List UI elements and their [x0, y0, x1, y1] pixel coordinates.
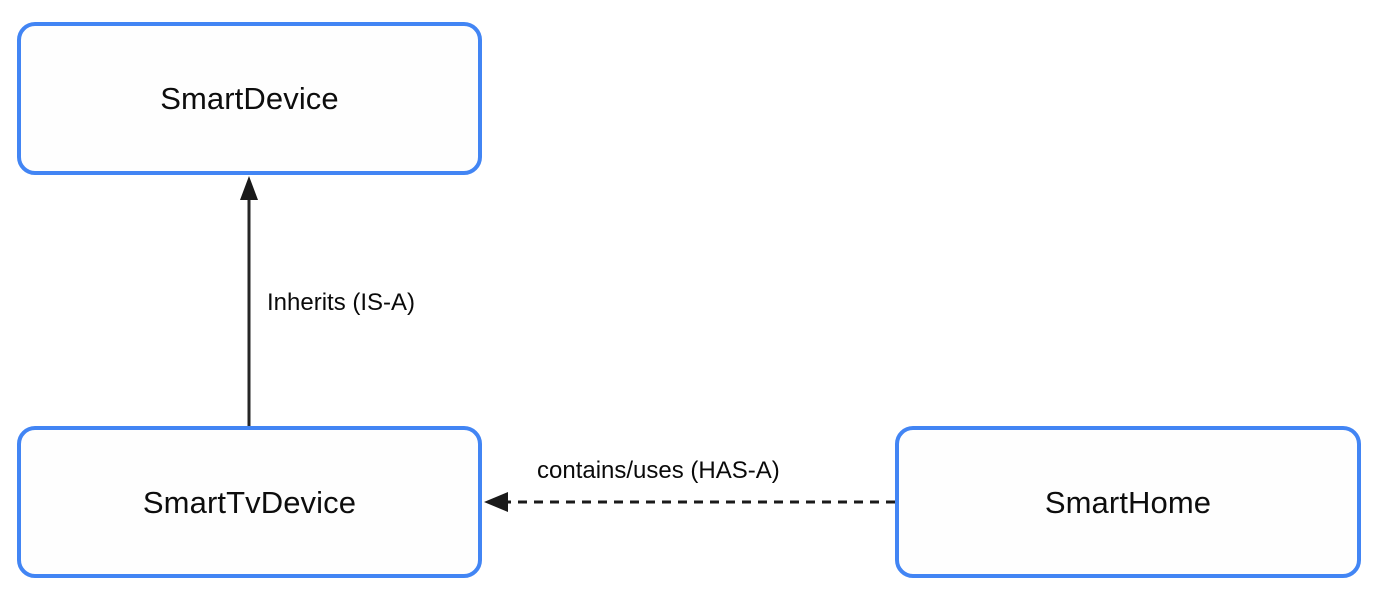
class-node-label: SmartTvDevice: [142, 484, 357, 520]
edge-inherits: [240, 176, 258, 428]
class-node-smarthome[interactable]: SmartHome: [895, 426, 1361, 578]
edge-label-contains: contains/uses (HAS-A): [533, 457, 784, 485]
edge-label-inherits: Inherits (IS-A): [263, 289, 420, 317]
class-node-label: SmartDevice: [160, 81, 339, 116]
edge-contains-arrowhead: [484, 492, 508, 512]
edge-contains: [484, 492, 895, 512]
class-node-smarttvdevice[interactable]: SmartTvDevice: [17, 426, 482, 578]
class-node-label: SmartHome: [1044, 484, 1212, 520]
edge-inherits-arrowhead: [240, 176, 258, 200]
class-node-smartdevice[interactable]: SmartDevice: [17, 22, 482, 175]
